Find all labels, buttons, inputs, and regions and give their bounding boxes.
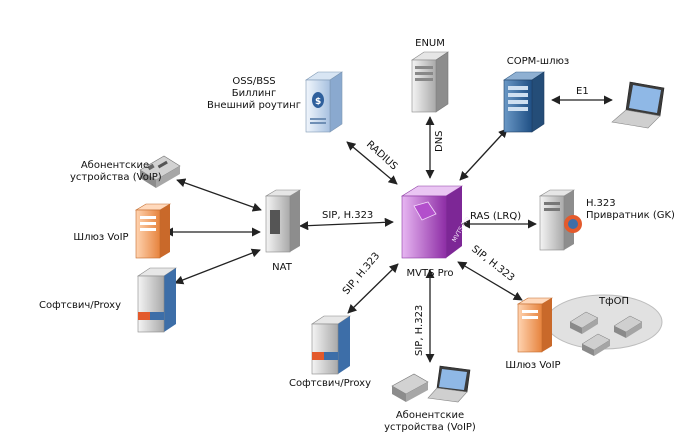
label-subscriber-top: Абонентские устройства (VoIP) <box>70 160 162 184</box>
laptop-bottom-icon <box>427 365 471 403</box>
label-softswitch-bottom: Софтсвич/Proxy <box>288 378 372 389</box>
edge-nat-softswitch <box>174 248 261 285</box>
softswitch-bottom-icon <box>311 315 351 375</box>
edge-nat-subscriber <box>176 178 262 212</box>
label-gateway-left: Шлюз VoIP <box>73 232 129 243</box>
edge-mvts-softswitch <box>347 263 399 314</box>
label-pstn: ТфОП <box>598 296 630 307</box>
gateway-voip-right-icon <box>516 297 554 353</box>
pstn-phone-icon <box>613 315 643 338</box>
edge-mvts-gateway <box>457 261 523 301</box>
oss-server-icon: $ <box>305 71 343 133</box>
pstn-phone-icon <box>569 311 599 334</box>
edge-sorm <box>459 128 508 181</box>
edge-label-radius: RADIUS <box>364 139 399 172</box>
pstn-cloud <box>545 294 663 356</box>
label-oss-line2: Биллинг <box>231 88 277 99</box>
label-oss-line1: OSS/BSS <box>232 76 276 87</box>
edge-label-sip-softswitch: SIP, H.323 <box>341 251 382 297</box>
label-subscriber-bottom: Абонентские устройства (VoIP) <box>380 410 480 434</box>
ip-phone-icon <box>139 155 181 188</box>
sorm-server-icon <box>503 71 545 133</box>
pstn-phone-icon <box>581 333 611 356</box>
enum-server-icon <box>411 51 449 113</box>
label-softswitch-left: Софтсвич/Proxy <box>38 300 122 311</box>
label-subscriber-top-line1: Абонентские <box>80 160 150 171</box>
edge-label-sip-gateway: SIP, H.323 <box>469 244 516 284</box>
mvts-pro-icon: MVTS Pro <box>400 185 471 259</box>
edge-label-ras: RAS (LRQ) <box>470 211 521 222</box>
label-gk: H.323 Привратник (GK) <box>586 198 686 222</box>
label-gk-line1: H.323 <box>586 198 616 209</box>
edge-nat-mvts <box>299 217 394 231</box>
label-subscriber-bottom-line2: устройства (VoIP) <box>384 422 476 433</box>
edge-label-sip-subscriber: SIP, H.323 <box>414 305 425 356</box>
label-subscriber-top-line2: устройства (VoIP) <box>70 172 162 183</box>
gatekeeper-icon <box>538 189 582 251</box>
gateway-voip-left-icon <box>134 203 172 259</box>
softswitch-left-icon <box>137 267 177 333</box>
label-subscriber-bottom-line1: Абонентские <box>395 410 465 421</box>
edge-label-e1: E1 <box>576 86 589 97</box>
laptop-icon <box>611 81 665 129</box>
label-mvts: MVTS Pro <box>406 268 454 279</box>
label-nat: NAT <box>272 262 292 273</box>
edge-label-sip-nat: SIP, H.323 <box>322 210 373 221</box>
label-gateway-right: Шлюз VoIP <box>505 360 561 371</box>
svg-text:$: $ <box>315 97 321 107</box>
edge-label-dns: DNS <box>434 130 445 152</box>
ip-phone-bottom-icon <box>391 373 429 402</box>
label-oss-line3: Внешний роутинг <box>207 100 301 111</box>
nat-server-icon <box>264 189 302 253</box>
label-oss: OSS/BSS Биллинг Внешний роутинг <box>206 76 302 112</box>
label-gk-line2: Привратник (GK) <box>586 210 675 221</box>
label-sorm: СОРМ-шлюз <box>506 56 570 67</box>
label-enum: ENUM <box>415 38 445 49</box>
edge-radius <box>346 141 398 185</box>
